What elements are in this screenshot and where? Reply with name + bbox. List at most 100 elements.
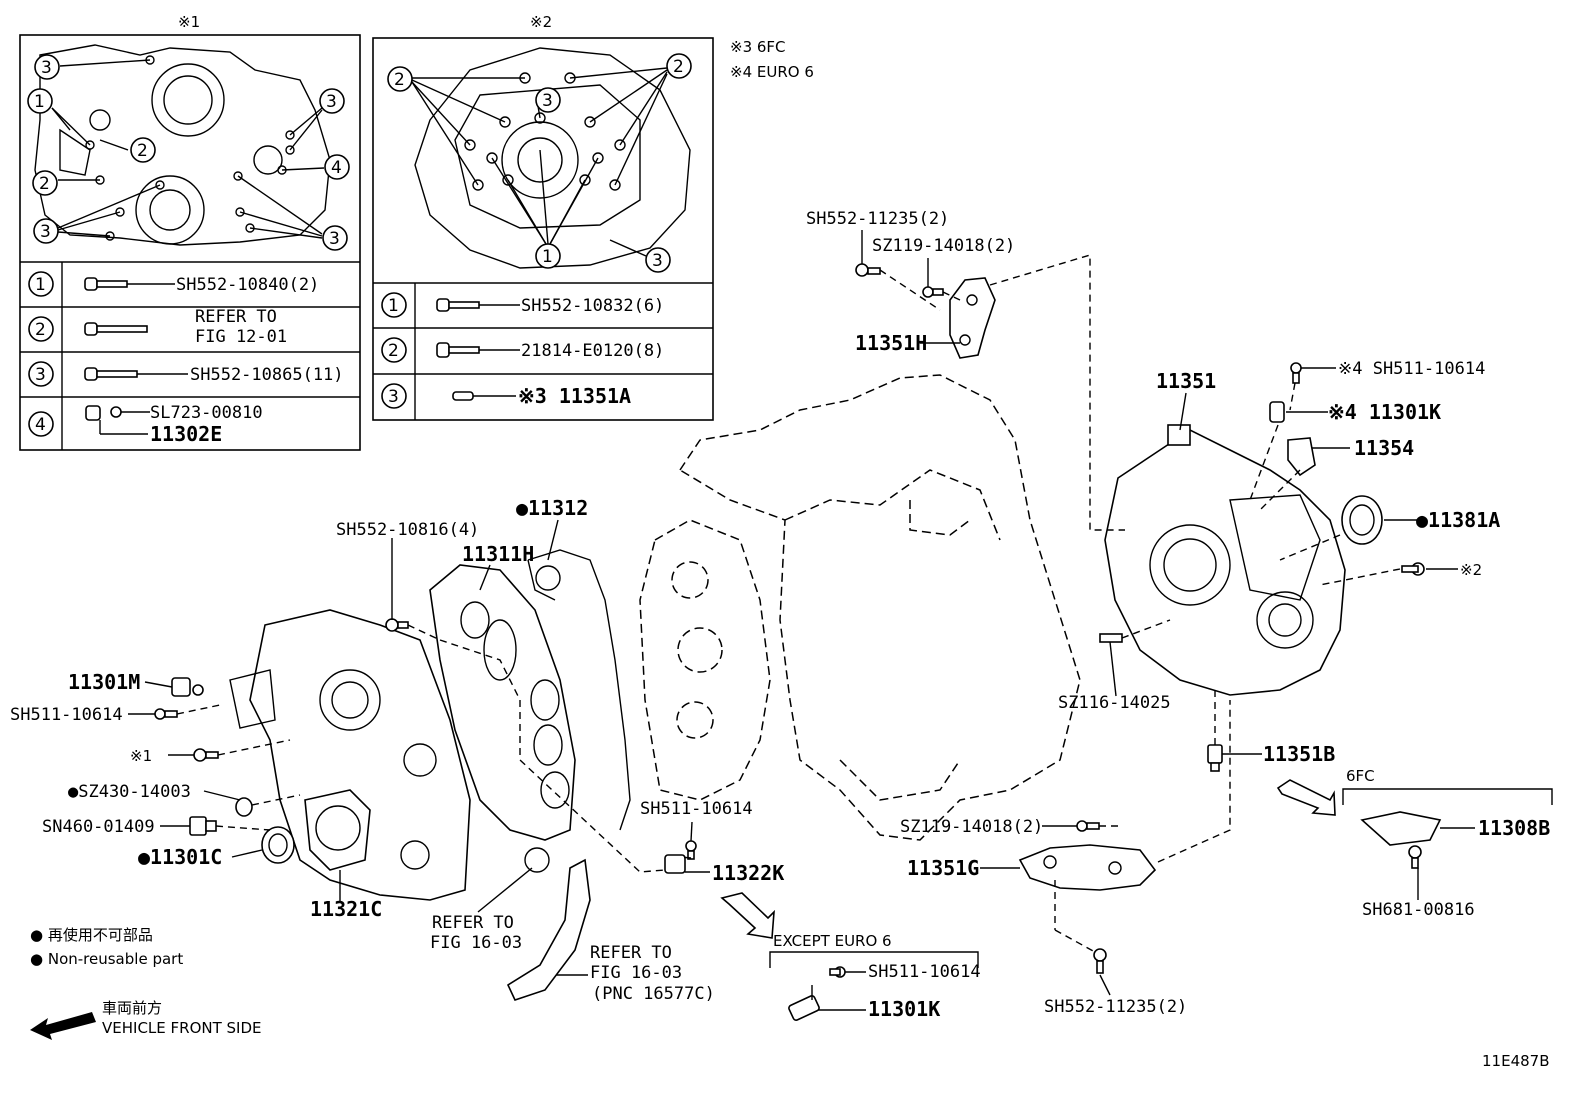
nut-icon (85, 405, 122, 421)
label-11311h: 11311H (462, 542, 534, 566)
inset-2-housing-drawing (414, 47, 691, 269)
label-mark2: ※2 (1460, 561, 1482, 579)
label-sz119-top: SZ119-14018(2) (872, 236, 1015, 256)
bolt-sh511-left (154, 708, 178, 720)
label-sh552-10816: SH552-10816(4) (336, 520, 479, 540)
label-11301k-top: ※4 11301K (1328, 400, 1441, 424)
inset-1-mark: ※1 (178, 13, 200, 31)
bolt-sz119-bottom (1076, 820, 1100, 832)
svg-text:2: 2 (35, 320, 46, 340)
svg-text:3: 3 (542, 91, 553, 111)
oil-seal-11301c (261, 826, 295, 864)
inset-1-row-3-label: SH552-10865(11) (190, 365, 344, 385)
svg-text:2: 2 (673, 57, 684, 77)
note-4: ※4 EURO 6 (730, 63, 814, 81)
oil-seal-11381a (1341, 495, 1383, 545)
sensor-11301k-top (1269, 401, 1285, 423)
svg-text:1: 1 (35, 275, 46, 295)
inset-1-row-2-label-2: FIG 12-01 (195, 327, 287, 347)
label-11351b: 11351B (1263, 742, 1335, 766)
svg-text:1: 1 (34, 92, 45, 112)
label-refer-2a: REFER TO (590, 943, 672, 963)
label-11308b: 11308B (1478, 816, 1550, 840)
oil-pipe (506, 847, 591, 1001)
label-6fc: 6FC (1346, 767, 1375, 785)
label-sz430: ●SZ430-14003 (68, 782, 191, 802)
label-sz119-bottom: SZ119-14018(2) (900, 817, 1043, 837)
washer-sz430 (235, 797, 253, 817)
note-3: ※3 6FC (730, 38, 786, 56)
inset-2-row-1-label: SH552-10832(6) (521, 296, 664, 316)
legend-jp-front: 車両前方 (102, 999, 162, 1017)
label-sh511-bottom: SH511-10614 (868, 962, 981, 982)
label-except-euro6: EXCEPT EURO 6 (773, 932, 892, 950)
inset-2-mark: ※2 (530, 13, 552, 31)
label-11322k: 11322K (712, 861, 784, 885)
svg-text:4: 4 (35, 415, 46, 435)
part-labels: 11351 ※4 SH511-10614 ※4 11301K 11354 ●11… (10, 209, 1550, 1021)
bolt-sh511-mid (685, 840, 697, 860)
dowel-pin-icon (452, 391, 474, 401)
label-11351h: 11351H (855, 331, 927, 355)
sensor-11301k-bottom (788, 995, 820, 1021)
bolt-sh552-11235-top (855, 263, 881, 277)
except-euro6-bracket (769, 951, 979, 968)
label-11351: 11351 (1156, 369, 1216, 393)
label-11301c: ●11301C (138, 845, 222, 869)
bolt-mark1 (193, 748, 219, 762)
label-sh511-top: ※4 SH511-10614 (1338, 359, 1485, 379)
inset-2-callouts: 2 2 3 1 3 (387, 53, 692, 273)
flywheel-housing-11351 (1104, 424, 1346, 696)
label-sh681: SH681-00816 (1362, 900, 1475, 920)
inset-1-row-4-label: SL723-00810 (150, 403, 263, 423)
svg-text:3: 3 (329, 229, 340, 249)
gasket-11312 (527, 549, 631, 831)
sensor-11301m (171, 677, 204, 697)
svg-text:3: 3 (388, 387, 399, 407)
inset-2-row-2-label: 21814-E0120(8) (521, 341, 664, 361)
bracket-11351g (1018, 844, 1157, 891)
svg-text:1: 1 (388, 296, 399, 316)
inset-1-row-1-number (28, 271, 54, 297)
plug-sn460 (189, 816, 217, 836)
svg-text:3: 3 (40, 222, 51, 242)
legend-en-nonreusable: ● Non-reusable part (30, 950, 183, 968)
label-11301k-bottom: 11301K (868, 997, 940, 1021)
leader-lines (128, 230, 1475, 1011)
assembly-dashed-lines (176, 254, 1401, 953)
bolt-icon (84, 322, 148, 336)
inset-1: ※1 (19, 13, 361, 451)
inset-2-row-3-label: ※3 11351A (518, 384, 631, 408)
label-sh552-11235-top: SH552-11235(2) (806, 209, 949, 229)
bolt-sh681 (1408, 845, 1422, 869)
label-refer-1b: FIG 16-03 (430, 933, 522, 953)
label-11321c: 11321C (310, 897, 382, 921)
bolt-sh511-top (1290, 362, 1302, 384)
figure-code: 11E487B (1482, 1052, 1550, 1070)
inset-1-row-1-label: SH552-10840(2) (176, 275, 319, 295)
label-11351g: 11351G (907, 856, 979, 880)
legend-en-front: VEHICLE FRONT SIDE (102, 1019, 262, 1037)
label-refer-2b: FIG 16-03 (590, 963, 682, 983)
bolt-mark2 (1401, 562, 1425, 576)
bolt-sh511-bottom (829, 966, 846, 978)
timing-gear-case-11321c (229, 609, 471, 901)
gasket-11311h (429, 564, 576, 841)
inset-1-cover-drawing (34, 44, 331, 246)
inset-1-callouts: 3 1 2 2 3 3 4 3 (27, 54, 350, 251)
label-sh511-left: SH511-10614 (10, 705, 123, 725)
label-11354: 11354 (1354, 436, 1414, 460)
svg-text:2: 2 (388, 341, 399, 361)
svg-text:3: 3 (652, 251, 663, 271)
label-sz116: SZ116-14025 (1058, 693, 1171, 713)
bracket-11351h (949, 277, 996, 359)
cover-11354 (1287, 437, 1316, 477)
label-refer-2c: (PNC 16577C) (592, 984, 715, 1004)
label-11312: ●11312 (516, 496, 588, 520)
svg-text:3: 3 (35, 365, 46, 385)
sensor-11322k (664, 854, 686, 874)
svg-text:4: 4 (331, 158, 342, 178)
inset-1-row-2-label: REFER TO (195, 307, 277, 327)
legend-jp-nonreusable: ● 再使用不可部品 (30, 926, 153, 944)
bolt-sz119-top (922, 286, 944, 298)
